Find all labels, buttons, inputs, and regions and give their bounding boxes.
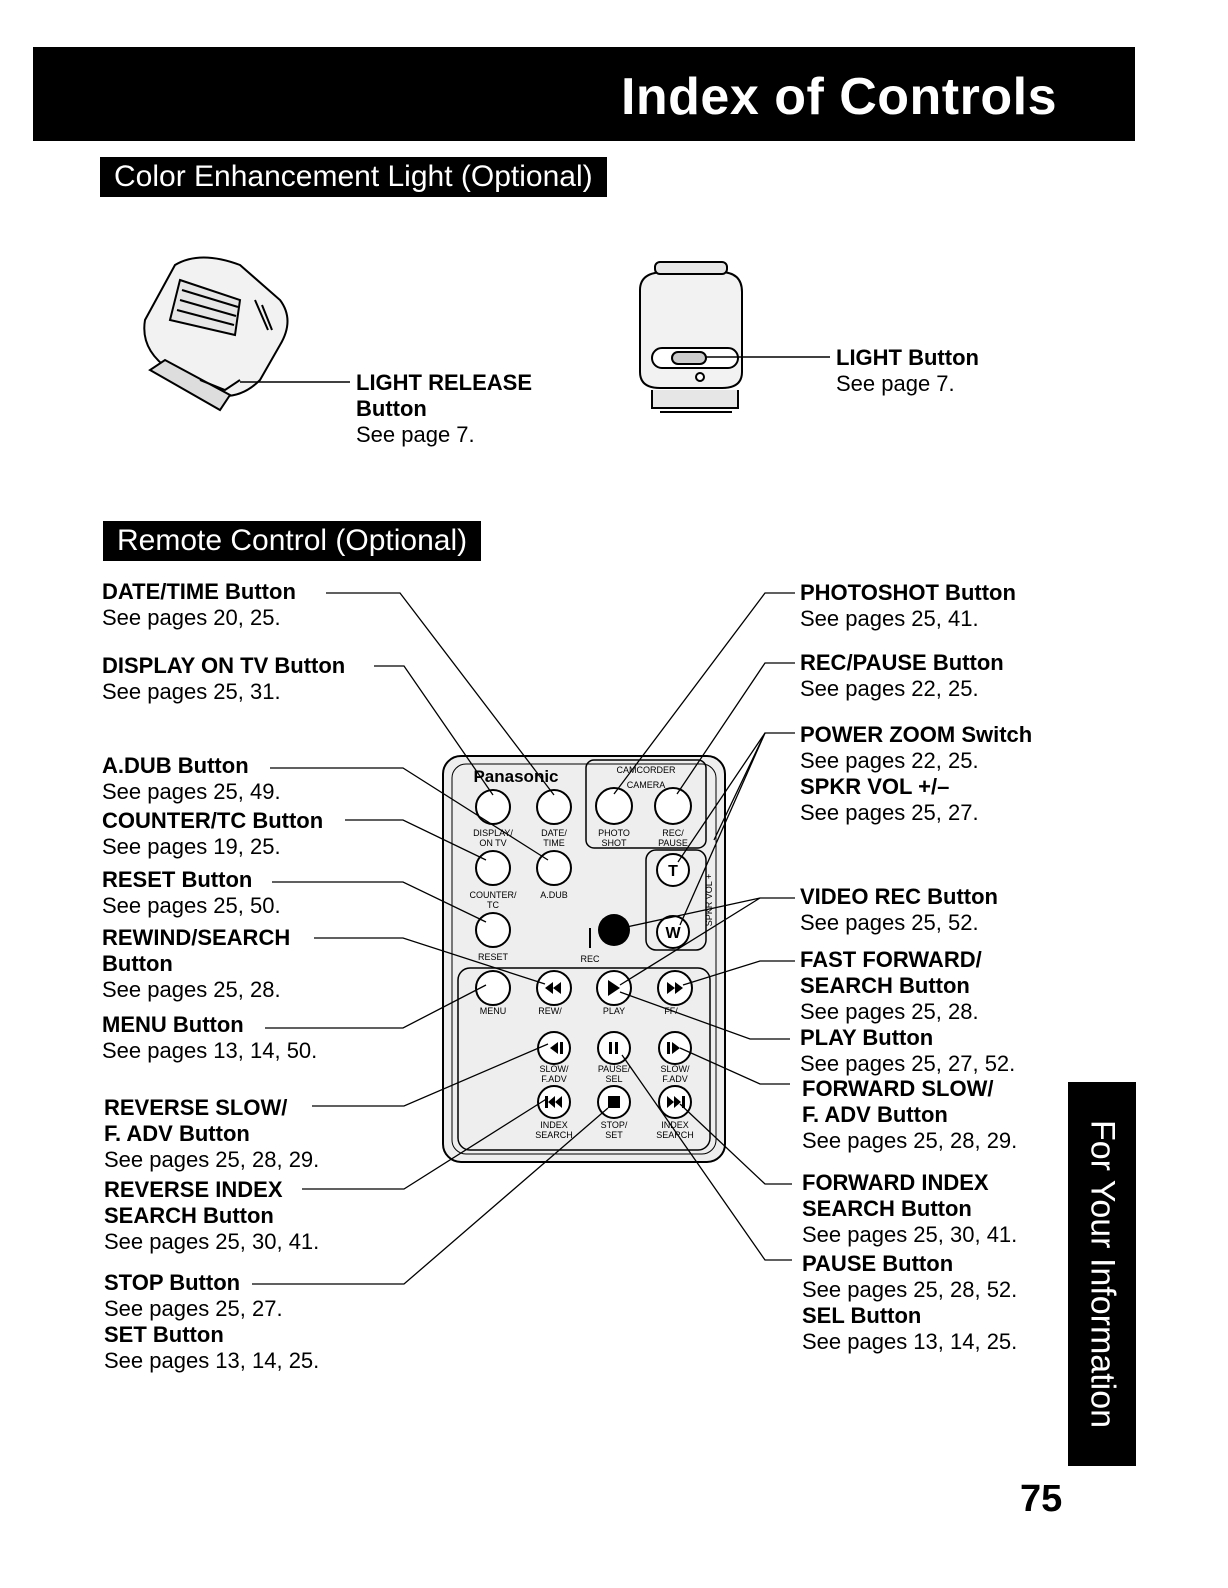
svg-text:REC/: REC/ xyxy=(662,828,684,838)
reset-button xyxy=(475,912,511,948)
svg-text:TC: TC xyxy=(487,900,499,910)
page-title: Index of Controls xyxy=(620,68,1057,126)
svg-text:PLAY: PLAY xyxy=(603,1006,625,1016)
svg-text:SEL: SEL xyxy=(605,1074,622,1084)
side-tab: For Your Information xyxy=(1068,1082,1136,1466)
svg-text:REC: REC xyxy=(580,954,600,964)
section-remote-title: Remote Control (Optional) xyxy=(103,521,482,561)
light-button-label: LIGHT Button See page 7. xyxy=(836,345,979,396)
counter-tc-button xyxy=(475,850,511,886)
svg-text:REW/: REW/ xyxy=(538,1006,562,1016)
svg-text:RESET: RESET xyxy=(478,952,509,962)
svg-text:INDEX: INDEX xyxy=(540,1120,568,1130)
photoshot-button xyxy=(595,787,633,825)
svg-text:F.ADV: F.ADV xyxy=(541,1074,567,1084)
svg-text:STOP/: STOP/ xyxy=(601,1120,628,1130)
light-release-label: LIGHT RELEASE Button See page 7. xyxy=(356,370,533,447)
svg-text:SLOW/: SLOW/ xyxy=(539,1064,569,1074)
section-light-title: Color Enhancement Light (Optional) xyxy=(100,157,607,197)
svg-text:INDEX: INDEX xyxy=(661,1120,689,1130)
leader-lines xyxy=(252,592,795,1285)
svg-text:CAMERA: CAMERA xyxy=(627,780,666,790)
svg-text:SET: SET xyxy=(605,1130,623,1140)
rec-pause-button xyxy=(654,787,692,825)
svg-text:TIME: TIME xyxy=(543,838,565,848)
svg-text:COUNTER/: COUNTER/ xyxy=(470,890,517,900)
svg-text:MENU: MENU xyxy=(480,1006,507,1016)
svg-text:SEARCH: SEARCH xyxy=(656,1130,694,1140)
remote-brand: Panasonic xyxy=(473,767,558,786)
page-number: 75 xyxy=(1020,1478,1063,1520)
svg-text:F.ADV: F.ADV xyxy=(662,1074,688,1084)
svg-text:A.DUB: A.DUB xyxy=(540,890,568,900)
svg-text:PAUSE/: PAUSE/ xyxy=(598,1064,631,1074)
display-on-tv-button xyxy=(475,789,511,825)
a-dub-button xyxy=(536,850,572,886)
video-rec-button xyxy=(598,914,630,946)
svg-text:SEARCH: SEARCH xyxy=(535,1130,573,1140)
light-unit-side-illustration xyxy=(143,256,289,412)
side-tab-text: For Your Information xyxy=(1083,1119,1122,1429)
svg-text:SLOW/: SLOW/ xyxy=(660,1064,690,1074)
svg-text:PAUSE: PAUSE xyxy=(658,838,688,848)
menu-button xyxy=(475,970,511,1006)
svg-text:ON TV: ON TV xyxy=(479,838,506,848)
zoom-t-button xyxy=(656,853,690,887)
date-time-button xyxy=(536,789,572,825)
svg-text:DISPLAY/: DISPLAY/ xyxy=(473,828,513,838)
svg-text:PHOTO: PHOTO xyxy=(598,828,630,838)
svg-text:DATE/: DATE/ xyxy=(541,828,567,838)
svg-text:SPKR VOL +: SPKR VOL + xyxy=(704,874,714,926)
title-bar: Index of Controls xyxy=(33,47,1135,141)
light-unit-front-illustration xyxy=(639,261,743,413)
svg-text:T: T xyxy=(668,863,678,880)
svg-text:CAMCORDER: CAMCORDER xyxy=(616,765,676,775)
svg-text:SHOT: SHOT xyxy=(601,838,627,848)
remote-control-illustration: Panasonic CAMCORDER CAMERA DISPLAY/ ON T… xyxy=(442,755,726,1163)
svg-text:W: W xyxy=(665,925,681,942)
